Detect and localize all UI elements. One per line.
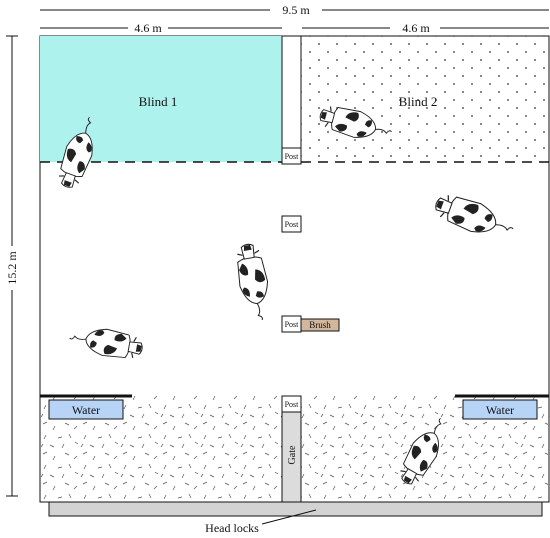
post-top-label: Post [285, 152, 300, 161]
brush-label: Brush [309, 320, 331, 330]
post-middle-label: Post [285, 220, 300, 229]
water-left-label: Water [72, 403, 100, 417]
brush [300, 318, 340, 332]
water-right-label: Water [486, 403, 514, 417]
water-trough-left [48, 399, 124, 420]
blind-1-label: Blind 1 [139, 94, 178, 109]
right-width-label: 4.6 m [402, 21, 430, 35]
gate-label: Gate [287, 445, 298, 464]
head-locks-pointer [261, 509, 317, 525]
blind-2-area [301, 36, 548, 162]
height-label: 15.2 m [5, 251, 19, 285]
head-locks-label: Head locks [205, 521, 259, 535]
post-brush-label: Post [285, 320, 300, 329]
post-middle [281, 215, 302, 233]
head-locks [48, 501, 543, 517]
water-trough-right [462, 399, 538, 420]
total-width-label: 9.5 m [282, 3, 310, 17]
dimension-lines [6, 9, 549, 497]
blind-2-label: Blind 2 [399, 94, 438, 109]
post-top [281, 147, 302, 165]
left-width-label: 4.6 m [134, 21, 162, 35]
post-bottom-label: Post [285, 400, 300, 409]
central-divider-top [281, 35, 302, 149]
